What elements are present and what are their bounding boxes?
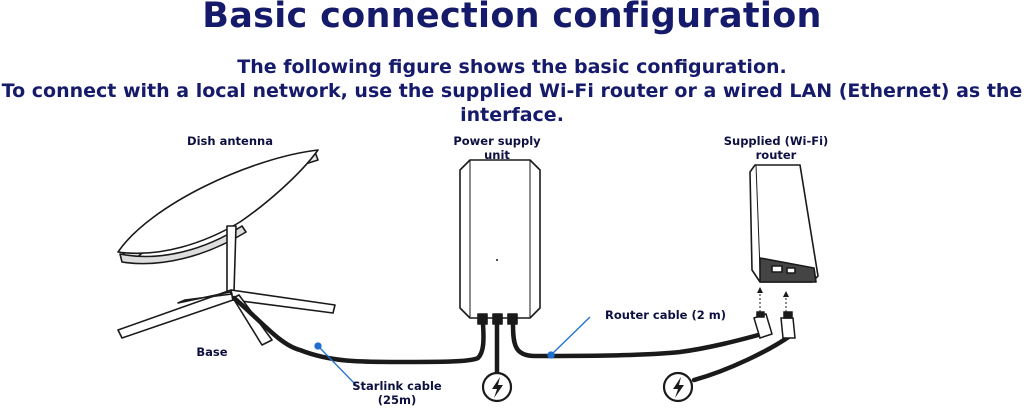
starlink-cable-label-line-2: (25m) (378, 393, 417, 407)
subtitle-line-2: To connect with a local network, use the… (1, 80, 1023, 102)
wifi-router (749, 164, 819, 283)
arrow-up-icon (757, 287, 763, 293)
starlink-cable-label-line-1: Starlink cable (352, 379, 442, 393)
router-cable (510, 321, 765, 359)
base-label: Base (196, 345, 227, 359)
dish-antenna-label: Dish antenna (187, 134, 273, 148)
psu-power-icon (481, 371, 513, 403)
starlink-cable (231, 295, 486, 365)
router-label-line-1: Supplied (Wi-Fi) (724, 134, 829, 148)
callout-lines (314, 316, 591, 387)
subtitle-line-3: interface. (460, 104, 564, 126)
router-plugs (753, 311, 796, 339)
router-cable-label: Router cable (2 m) (605, 308, 726, 322)
router-power-icon (662, 371, 694, 403)
psu-label-line-1: Power supply (453, 134, 541, 148)
cables (231, 295, 793, 383)
arrow-up-icon (783, 291, 789, 297)
page-title: Basic connection configuration (202, 0, 822, 36)
psu-label-line-2: unit (484, 148, 510, 162)
dish-antenna (117, 149, 336, 346)
router-power-cord (691, 333, 793, 383)
router-label-line-2: router (756, 148, 797, 162)
power-supply-unit (459, 159, 541, 325)
subtitle-line-1: The following figure shows the basic con… (237, 56, 787, 78)
router-port-arrows (759, 290, 787, 312)
